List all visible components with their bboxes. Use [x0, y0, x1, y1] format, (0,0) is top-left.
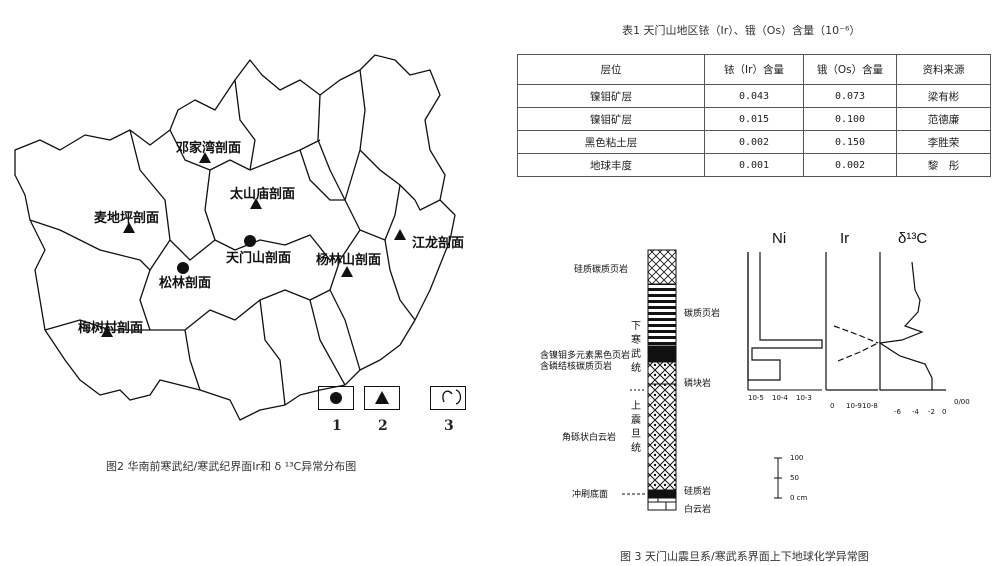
cell-layer: 黑色粘土层 [517, 130, 705, 154]
table-row: 地球丰度 0.001 0.002 黎 彤 [517, 153, 991, 177]
label-songlin: 松林剖面 [159, 276, 212, 291]
tick-c13-1: -6 [894, 408, 901, 416]
cell-layer: 镍钼矿层 [517, 107, 705, 131]
layer-siliceous-shale [647, 249, 677, 285]
south-china-map [14, 54, 462, 421]
tick-ni-1: 10-5 [748, 394, 764, 402]
column-title-c13: δ¹³C [898, 230, 928, 247]
scale-label-100: 100 [790, 454, 804, 462]
layer-chert [647, 489, 677, 499]
cell-ir: 0.002 [704, 130, 804, 154]
legend-box-1 [318, 386, 354, 410]
legend-symbol-triangle [375, 391, 389, 404]
figure2-caption: 图2 华南前寒武纪/寒武纪界面Ir和 δ ¹³C异常分布图 [106, 460, 357, 473]
strat-label-chert: 硅质岩 [684, 487, 712, 497]
strat-label-erosion-surface: 冲刷底面 [572, 490, 609, 500]
label-yulinshan: 杨林山剖面 [316, 253, 382, 268]
tick-c13-3: -2 [928, 408, 935, 416]
table-header-row: 层位 铱（Ir）含量 锇（Os）含量 资料来源 [517, 54, 991, 85]
cell-layer: 地球丰度 [517, 153, 705, 177]
triangle-marker-maidiping [123, 222, 135, 233]
cell-ir: 0.043 [704, 84, 804, 108]
label-maidiping: 麦地坪剖面 [94, 211, 160, 226]
ir-curve [825, 252, 879, 391]
cell-ir: 0.001 [704, 153, 804, 177]
tick-ir-1: 0 [830, 402, 835, 410]
label-jianglong: 江龙剖面 [412, 236, 465, 251]
tick-ir-3: 10-8 [862, 402, 878, 410]
cell-source: 李胜荣 [896, 130, 991, 154]
column-title-ni: Ni [772, 230, 787, 247]
header-os: 锇（Os）含量 [803, 54, 897, 85]
cell-os: 0.002 [803, 153, 897, 177]
table-row: 镍钼矿层 0.015 0.100 范德廉 [517, 107, 991, 131]
strat-label-breccia-dolomite: 角砾状白云岩 [562, 433, 617, 443]
tick-ir-2: 10-9 [846, 402, 862, 410]
legend-symbol-boundary [442, 389, 462, 405]
cell-source: 范德廉 [896, 107, 991, 131]
tick-c13-4: 0 [942, 408, 947, 416]
cell-os: 0.100 [803, 107, 897, 131]
cell-layer: 镍钼矿层 [517, 84, 705, 108]
label-meishucun: 梅树村剖面 [78, 321, 144, 336]
cell-source: 黎 彤 [896, 153, 991, 177]
strat-label-black-shale: 含镍钼多元素黑色页岩 [540, 351, 631, 361]
triangle-marker-xiangxue [199, 152, 211, 163]
column-title-ir: Ir [840, 230, 850, 247]
label-taishan: 太山庙剖面 [230, 187, 296, 202]
header-ir: 铱（Ir）含量 [704, 54, 804, 85]
header-layer: 层位 [517, 54, 705, 85]
tick-ni-2: 10-4 [772, 394, 788, 402]
strat-label-carbonaceous-shale: 碳质页岩 [684, 309, 721, 319]
triangle-marker-meishucun [101, 326, 113, 337]
figure3-caption: 图 3 天门山震旦系/寒武系界面上下地球化学异常图 [620, 550, 869, 563]
layer-breccia-dolomite [647, 383, 677, 491]
layer-black-shale [647, 345, 677, 363]
c13-curve [878, 252, 946, 391]
legend-symbol-circle [330, 392, 342, 404]
tick-c13-2: -4 [912, 408, 919, 416]
layer-dolomite [647, 497, 677, 511]
strat-label-phosphorite: 磷块岩 [684, 379, 712, 389]
triangle-marker-jianglong [394, 229, 406, 240]
cell-ir: 0.015 [704, 107, 804, 131]
tick-ni-3: 10-3 [796, 394, 812, 402]
cell-os: 0.073 [803, 84, 897, 108]
table-row: 黑色粘土层 0.002 0.150 李胜荣 [517, 130, 991, 154]
strat-label-dolomite: 白云岩 [684, 505, 712, 515]
circle-marker-tianmenshan [244, 235, 256, 247]
legend-box-2 [364, 386, 400, 410]
label-tianmenshan: 天门山剖面 [226, 251, 292, 266]
scale-bar [774, 457, 782, 499]
scale-label-0: 0 cm [790, 494, 808, 502]
scale-label-50: 50 [790, 474, 799, 482]
table1-title: 表1 天门山地区铱（Ir）、锇（Os）含量（10⁻⁶） [622, 24, 861, 37]
strat-label-phosphatic-shale: 含磷结核碳质页岩 [540, 362, 613, 372]
layer-carbonaceous-shale [647, 283, 677, 347]
map-outline [14, 54, 456, 421]
strat-column [622, 249, 677, 511]
circle-marker-songlin [177, 262, 189, 274]
legend-box-3 [430, 386, 466, 410]
stage-lower-cambrian: 下寒武统 [631, 321, 641, 374]
legend-num-1: 1 [332, 418, 342, 434]
tick-c13-unit: 0/00 [954, 398, 970, 406]
legend-num-3: 3 [444, 418, 454, 434]
label-xiangxue: 邓家湾剖面 [176, 141, 242, 156]
legend-num-2: 2 [378, 418, 388, 434]
triangle-marker-taishan [250, 198, 262, 209]
ni-curve [747, 252, 823, 390]
triangle-marker-yulinshan [341, 266, 353, 277]
header-source: 资料来源 [896, 54, 991, 85]
layer-phosphorite [647, 361, 677, 385]
stage-upper-sinian: 上震旦统 [631, 401, 641, 454]
iridium-osmium-table: 层位 铱（Ir）含量 锇（Os）含量 资料来源 镍钼矿层 0.043 0.073… [517, 54, 991, 177]
strat-label-siliceous-shale: 硅质碳质页岩 [574, 265, 629, 275]
